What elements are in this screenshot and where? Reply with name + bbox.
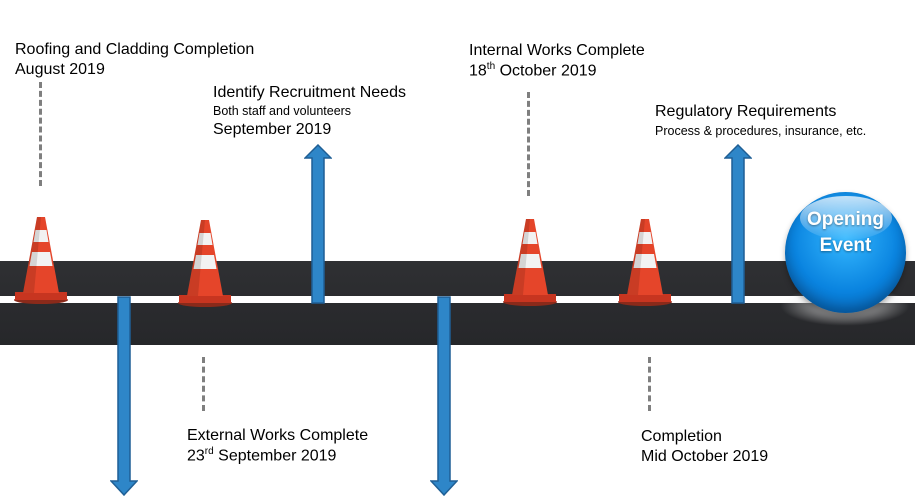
milestone-title: Identify Recruitment Needs bbox=[213, 84, 406, 101]
milestone-date: August 2019 bbox=[15, 61, 105, 78]
event-highlight bbox=[800, 196, 892, 240]
milestone-detail: Process & procedures, insurance, etc. bbox=[655, 124, 867, 138]
connector-internal-works bbox=[527, 92, 530, 196]
milestone-detail: Both staff and volunteers bbox=[213, 104, 352, 118]
milestone-date: 18th October 2019 bbox=[469, 61, 597, 80]
connector-external-works bbox=[202, 357, 205, 411]
road-center-line bbox=[0, 296, 915, 303]
milestone-internal-works: Internal Works Complete 18th October 201… bbox=[469, 41, 645, 81]
arrow-down-icon bbox=[430, 296, 458, 496]
event-line-1: Opening bbox=[806, 209, 885, 230]
milestone-roofing: Roofing and Cladding Completion August 2… bbox=[15, 40, 254, 80]
connector-completion bbox=[648, 357, 651, 411]
traffic-cone-icon bbox=[618, 219, 672, 306]
milestone-recruitment: Identify Recruitment Needs Both staff an… bbox=[213, 83, 406, 140]
event-line-2: Event bbox=[819, 235, 872, 256]
milestone-title: Internal Works Complete bbox=[469, 42, 645, 59]
milestone-date: September 2019 bbox=[213, 120, 332, 138]
milestone-title: Regulatory Requirements bbox=[655, 103, 837, 120]
opening-event-label: Opening Event bbox=[785, 207, 906, 259]
milestone-completion: Completion Mid October 2019 bbox=[641, 427, 768, 467]
milestone-title: Roofing and Cladding Completion bbox=[15, 41, 255, 58]
milestone-title: Completion bbox=[641, 428, 722, 445]
milestone-date: 23rd September 2019 bbox=[187, 446, 337, 465]
arrow-down-icon bbox=[110, 296, 138, 496]
connector-roofing bbox=[39, 82, 42, 186]
traffic-cone-icon bbox=[503, 219, 557, 306]
milestone-regulatory: Regulatory Requirements Process & proced… bbox=[655, 102, 866, 140]
milestone-external-works: External Works Complete 23rd September 2… bbox=[187, 426, 368, 466]
traffic-cone-icon bbox=[14, 217, 68, 304]
milestone-title: External Works Complete bbox=[187, 427, 369, 444]
traffic-cone-icon bbox=[178, 220, 232, 307]
arrow-up-icon bbox=[304, 144, 332, 304]
milestone-date: Mid October 2019 bbox=[641, 448, 769, 465]
road bbox=[0, 261, 915, 345]
arrow-up-icon bbox=[724, 144, 752, 304]
